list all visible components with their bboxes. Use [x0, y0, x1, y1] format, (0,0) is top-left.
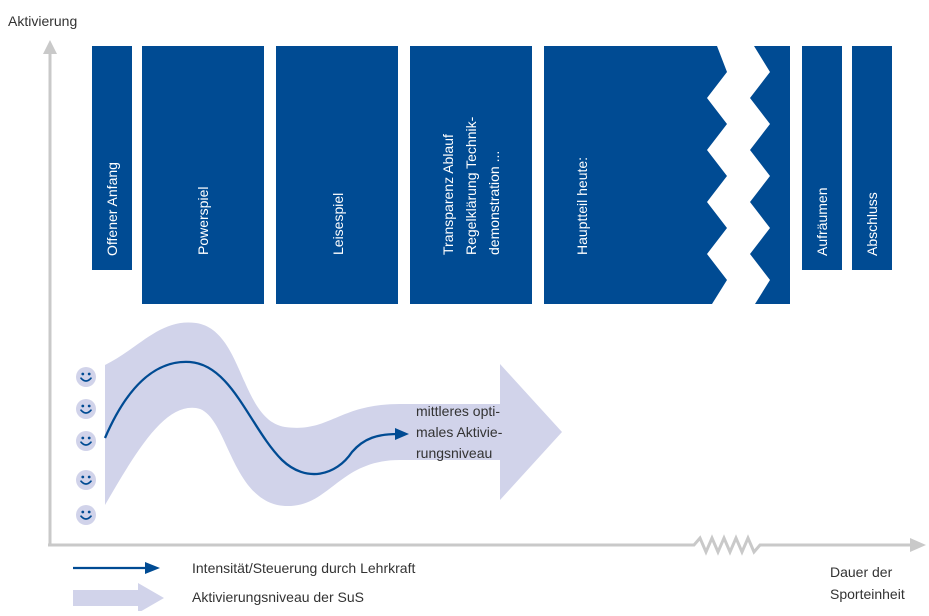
x-axis-arrowhead [910, 538, 926, 552]
phase-block-aufraeumen [802, 46, 842, 270]
curve-label-line3: rungsniveau [416, 445, 492, 461]
legend-band-label: Aktivierungsniveau der SuS [192, 589, 364, 605]
legend-arrow-head [145, 562, 160, 574]
x-axis-label-line1: Dauer der [830, 564, 893, 580]
phase-label-aufraeumen: Aufräumen [814, 188, 830, 256]
phase-block-hauptteil-continuation [750, 46, 790, 304]
curve-label: mittleres opti- males Aktivie- rungsnive… [416, 403, 503, 461]
legend-arrow-label: Intensität/Steuerung durch Lehrkraft [192, 560, 415, 576]
x-axis [48, 534, 926, 556]
intensity-curve-arrowhead [395, 428, 409, 440]
phase-blocks [92, 46, 892, 304]
smiley-scale [75, 366, 97, 526]
curve-label-line2: males Aktivie- [416, 424, 503, 440]
phase-labels: Offener Anfang Powerspiel Leisespiel Tra… [104, 116, 880, 256]
activation-band [105, 322, 562, 507]
smiley-icon [75, 469, 97, 491]
phase-block-abschluss [852, 46, 892, 270]
phase-label-transparenz-line1: Transparenz Ablauf [440, 134, 456, 255]
phase-block-hauptteil [544, 46, 727, 304]
phase-label-offener-anfang: Offener Anfang [104, 162, 120, 256]
phase-label-powerspiel: Powerspiel [195, 187, 211, 255]
phase-label-transparenz-line2: Regelklärung Technik- [463, 116, 479, 255]
smiley-icon [75, 504, 97, 526]
intensity-curve [103, 360, 399, 476]
legend: Intensität/Steuerung durch Lehrkraft Akt… [73, 560, 415, 613]
phase-block-offener-anfang [92, 46, 132, 270]
curve-label-line1: mittleres opti- [416, 403, 500, 419]
phase-label-leisespiel: Leisespiel [330, 193, 346, 255]
x-axis-label-line2: Sporteinheit [830, 586, 905, 602]
smiley-icon [75, 366, 97, 388]
smiley-icon [75, 398, 97, 420]
phase-block-transparenz [410, 46, 532, 304]
legend-band-swatch [73, 583, 164, 613]
phase-block-leisespiel [276, 46, 398, 304]
phase-block-powerspiel [142, 46, 264, 304]
phase-label-abschluss: Abschluss [864, 192, 880, 256]
phase-label-transparenz-line3: demonstration ... [486, 151, 502, 255]
y-axis-arrowhead [43, 40, 57, 54]
phase-label-hauptteil: Hauptteil heute: [574, 157, 590, 255]
y-axis [43, 40, 57, 545]
smiley-icon [75, 430, 97, 452]
y-axis-label: Aktivierung [8, 13, 77, 29]
